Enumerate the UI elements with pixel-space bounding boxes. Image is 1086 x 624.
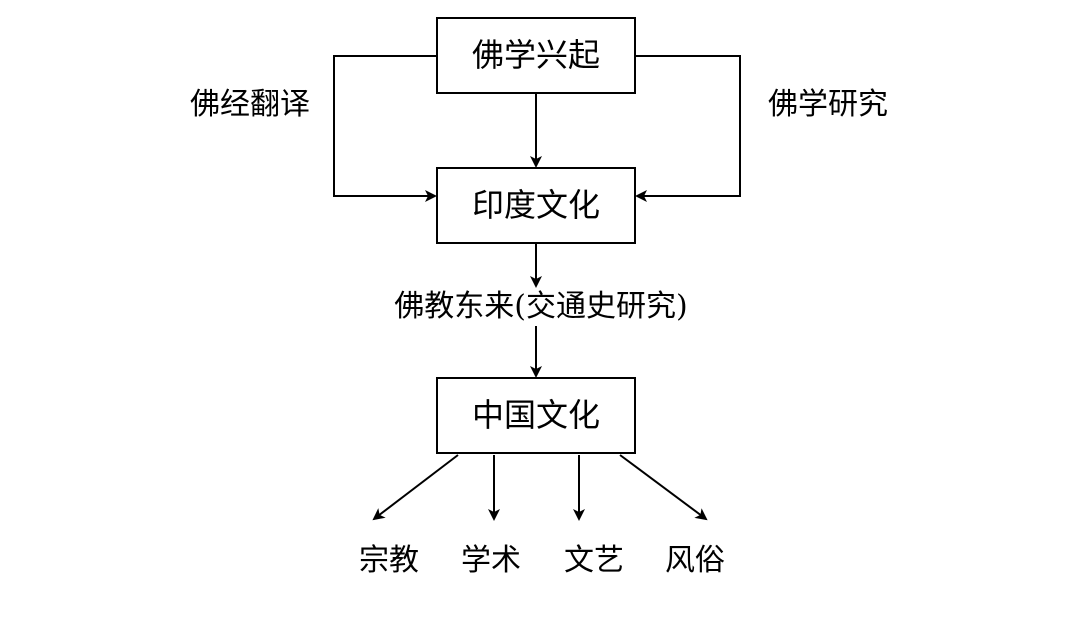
node-label-india: 印度文化 [472, 186, 600, 224]
outcome-arts: 文艺 [564, 543, 624, 578]
node-label-rise: 佛学兴起 [472, 36, 600, 74]
arrow-china-to-customs [619, 454, 708, 521]
label-research: 佛学研究 [768, 87, 888, 122]
outcome-scholarship: 学术 [461, 543, 521, 578]
arrow-china-to-religion [372, 454, 459, 521]
node-label-china: 中国文化 [472, 396, 600, 434]
arrow-research-path [635, 55, 741, 202]
node-box-rise [436, 17, 636, 94]
outcome-religion: 宗教 [359, 543, 419, 578]
label-eastward: 佛教东来(交通史研究) [394, 289, 687, 324]
node-box-india [436, 167, 636, 244]
outcome-customs: 风俗 [665, 543, 725, 578]
arrow-translation-path [333, 55, 437, 202]
label-translation: 佛经翻译 [190, 87, 310, 122]
node-box-china [436, 377, 636, 454]
